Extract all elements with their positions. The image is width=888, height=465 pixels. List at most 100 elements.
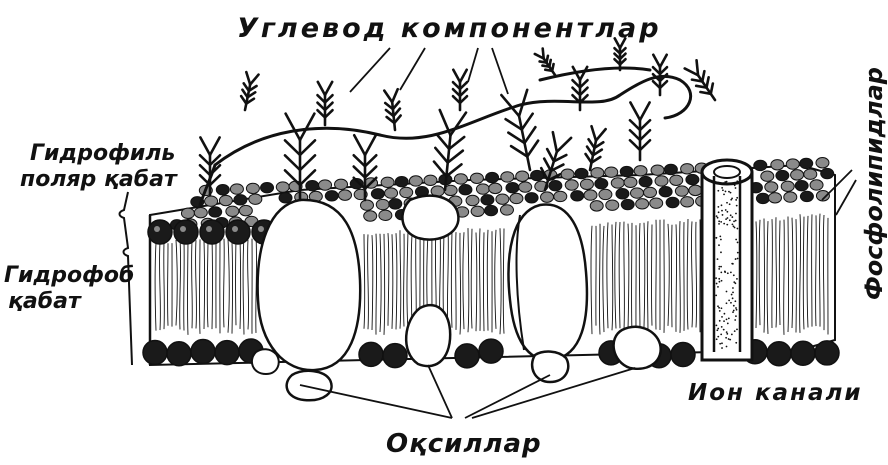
surface-head <box>226 206 239 216</box>
stipple-dot <box>736 197 738 199</box>
stipple-dot <box>719 281 721 283</box>
label-proteins: Оқсиллар <box>386 429 542 459</box>
branch-segment <box>557 138 571 152</box>
label-phospholipids: Фосфолипидлар <box>860 67 888 300</box>
branch-segment <box>553 132 557 152</box>
leader-protein-2 <box>428 365 452 418</box>
stipple-dot <box>735 239 737 241</box>
stipple-dot <box>730 183 732 185</box>
surface-head <box>339 190 352 200</box>
surface-head <box>395 176 408 186</box>
branch-segment <box>250 75 258 85</box>
branch-segment <box>300 114 314 140</box>
surface-head <box>279 193 292 203</box>
branch-twig <box>630 120 640 130</box>
stipple-dot <box>718 244 720 246</box>
stipple-dot <box>718 278 720 280</box>
stipple-dot <box>722 189 724 191</box>
surface-head <box>246 183 259 193</box>
branch-twig <box>437 134 449 149</box>
stipple-dot <box>718 220 720 222</box>
surface-head <box>786 159 799 169</box>
stipple-dot <box>721 210 723 212</box>
surface-head <box>385 188 398 198</box>
branch-twig <box>640 140 650 150</box>
leader-carb-2 <box>400 48 425 90</box>
stipple-dot <box>733 274 735 276</box>
branch-segment <box>392 89 397 102</box>
branch-segment <box>660 55 667 67</box>
surface-head <box>675 186 688 196</box>
surface-head <box>525 193 538 203</box>
lipid-tail <box>187 240 188 335</box>
stipple-dot <box>726 211 728 213</box>
surface-head <box>335 179 348 189</box>
branch-twig <box>700 92 710 94</box>
stipple-dot <box>729 203 731 205</box>
stipple-dot <box>723 193 725 195</box>
stipple-dot <box>726 318 728 320</box>
surface-head <box>650 198 663 208</box>
branch-twig <box>547 149 554 161</box>
stipple-dot <box>720 272 722 274</box>
surface-head <box>659 187 672 197</box>
stipple-dot <box>728 338 730 340</box>
branch-twig <box>544 159 551 171</box>
stipple-dot <box>729 219 731 221</box>
protein-large-right <box>509 204 587 360</box>
surface-head <box>639 176 652 186</box>
surface-head <box>400 187 413 197</box>
branch-twig <box>630 130 640 140</box>
stipple-dot <box>734 184 736 186</box>
stipple-dot <box>717 336 719 338</box>
stipple-dot <box>732 297 734 299</box>
stipple-dot <box>732 287 734 289</box>
surface-head <box>531 170 544 180</box>
lipid-tail <box>232 242 233 333</box>
surface-head <box>664 164 677 174</box>
leader-carb-1 <box>350 48 390 92</box>
branch-segment <box>685 68 698 75</box>
stipple-dot <box>726 333 728 335</box>
surface-head <box>784 192 797 202</box>
branch-segment <box>450 113 466 136</box>
surface-head <box>501 172 514 182</box>
surface-head <box>681 164 694 174</box>
surface-head <box>496 194 509 204</box>
surface-head <box>670 175 683 185</box>
stipple-dot <box>730 192 732 194</box>
surface-head <box>631 188 644 198</box>
surface-head <box>599 189 612 199</box>
stipple-dot <box>737 242 739 244</box>
branch-segment <box>630 102 640 120</box>
stipple-dot <box>735 315 737 317</box>
stipple-dot <box>723 320 725 322</box>
branch-segment <box>453 70 460 82</box>
stipple-dot <box>719 343 721 345</box>
stipple-dot <box>736 309 738 311</box>
stipple-dot <box>733 220 735 222</box>
stipple-dot <box>735 213 737 215</box>
surface-head <box>791 170 804 180</box>
branch-segment <box>653 55 660 67</box>
stipple-dot <box>734 227 736 229</box>
surface-head <box>795 180 808 190</box>
stipple-dot <box>717 182 719 184</box>
branch-segment <box>384 91 392 103</box>
surface-head <box>249 194 262 204</box>
leader-phospholipid-2 <box>836 180 856 215</box>
head-highlight <box>206 226 212 232</box>
surface-head <box>471 206 484 216</box>
branch-twig <box>354 167 365 178</box>
surface-head <box>804 169 817 179</box>
surface-head <box>216 185 229 195</box>
phospholipid-head <box>200 220 224 244</box>
surface-head <box>409 176 422 186</box>
surface-head <box>489 183 502 193</box>
stipple-dot <box>732 311 734 313</box>
stipple-dot <box>720 266 722 268</box>
surface-head <box>486 172 499 182</box>
branch-twig <box>589 139 595 148</box>
stipple-dot <box>716 215 718 217</box>
surface-head <box>621 199 634 209</box>
